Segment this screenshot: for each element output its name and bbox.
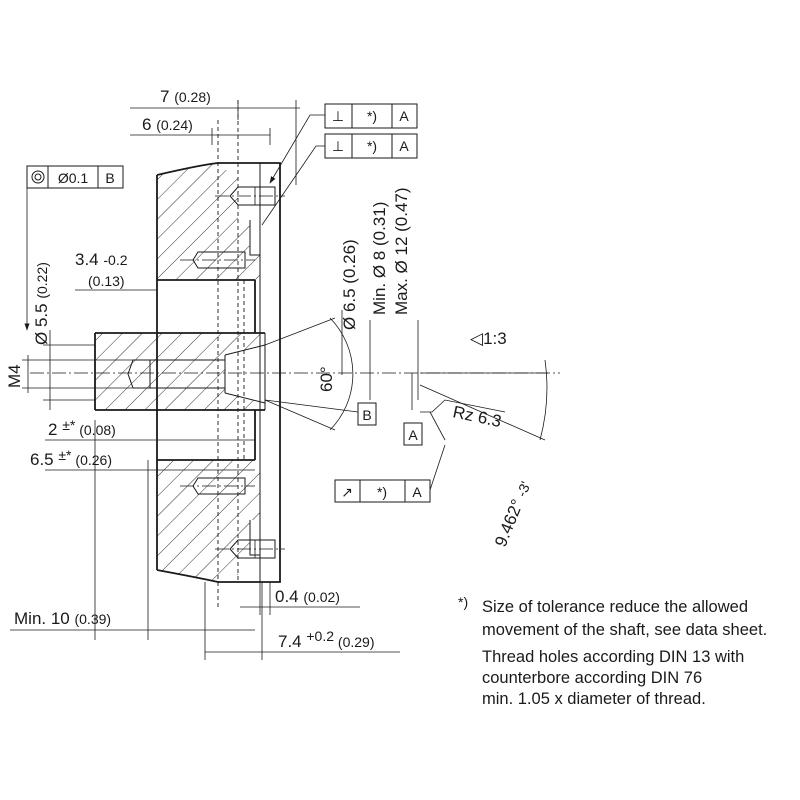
frame-perpendicularity-2: ⊥ *) A: [324, 133, 418, 159]
dimension-lines: [10, 100, 548, 660]
svg-text:B: B: [105, 170, 114, 186]
svg-text:A: A: [408, 427, 418, 443]
dim-dia-6-5: Ø 6.5 (0.26): [340, 239, 359, 330]
note-line-2: movement of the shaft, see data sheet.: [482, 621, 767, 639]
dim-min-dia-8: Min. Ø 8 (0.31): [370, 202, 389, 315]
dim-min-10: Min. 10 (0.39): [14, 609, 111, 628]
note-line-1: Size of tolerance reduce the allowed: [482, 598, 748, 616]
note-line-4: counterbore according DIN 76: [482, 669, 702, 687]
svg-text:A: A: [399, 138, 409, 154]
datum-b-box: B: [357, 402, 377, 426]
dim-angle-9-462: 9.462° -3': [491, 478, 535, 549]
frame-perpendicularity-1: ⊥ *) A: [324, 103, 418, 129]
dim-max-dia-12: Max. Ø 12 (0.47): [392, 187, 411, 315]
dim-0-4: 0.4 (0.02): [275, 587, 340, 606]
dim-roughness: Rz 6.3: [451, 402, 503, 431]
dim-m4: M4: [5, 364, 24, 388]
dim-6: 6 (0.24): [142, 115, 193, 134]
svg-text:↗: ↗: [341, 484, 353, 500]
dim-6-5: 6.5 ±* (0.26): [30, 447, 112, 469]
flange-lower-hatch: [157, 460, 260, 582]
svg-text:B: B: [362, 407, 371, 423]
note-line-3: Thread holes according DIN 13 with: [482, 648, 744, 666]
svg-text:⊥: ⊥: [332, 138, 344, 154]
svg-text:A: A: [412, 484, 422, 500]
note-line-5: min. 1.05 x diameter of thread.: [482, 690, 706, 708]
dim-3-4-in: (0.13): [88, 273, 125, 289]
notes: *) Size of tolerance reduce the allowed …: [458, 594, 767, 708]
svg-text:*): *): [367, 108, 377, 124]
frame-concentricity: Ø0.1 B: [26, 165, 124, 189]
shaft-hatch: [95, 333, 265, 410]
dim-7-4: 7.4 +0.2 (0.29): [278, 628, 374, 651]
flange-section: [94, 162, 281, 583]
dim-angle-60: 60°: [317, 366, 336, 392]
svg-text:⊥: ⊥: [332, 108, 344, 124]
datum-a-box: A: [403, 422, 423, 446]
svg-text:*): *): [367, 138, 377, 154]
dim-3-4: 3.4 -0.2: [75, 250, 128, 269]
frame-runout: ↗ *) A: [334, 479, 431, 503]
svg-text:Ø0.1: Ø0.1: [58, 170, 89, 186]
dim-taper: ◁1:3: [470, 329, 507, 348]
dim-dia-5-5: Ø 5.5 (0.22): [32, 262, 51, 345]
flange-upper-hatch: [157, 163, 260, 280]
note-marker: *): [458, 594, 468, 610]
svg-text:A: A: [399, 108, 409, 124]
dim-7: 7 (0.28): [160, 87, 211, 106]
svg-text:*): *): [377, 484, 387, 500]
dim-2: 2 ±* (0.08): [48, 417, 116, 439]
